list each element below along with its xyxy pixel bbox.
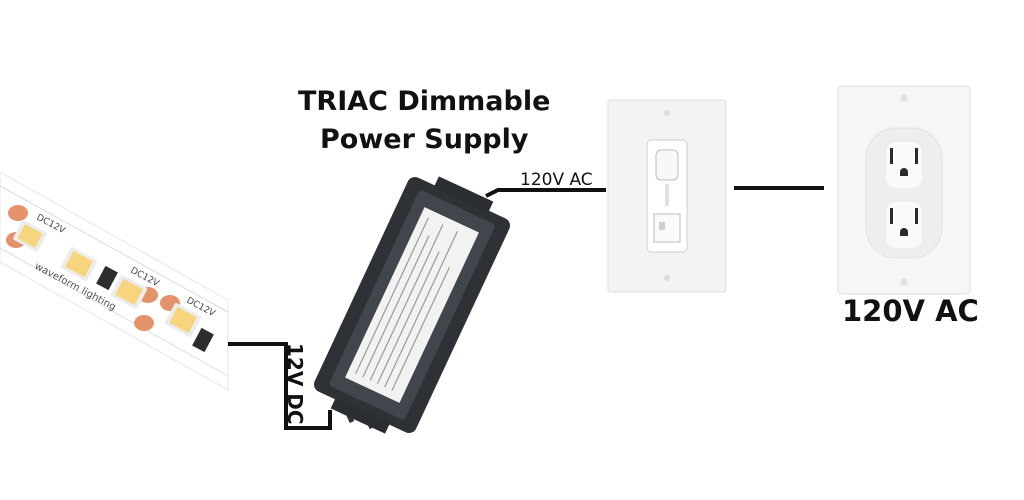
led-strip-icon: DC12V DC12V DC12V waveform lighting (0, 171, 229, 391)
led-chip (60, 247, 98, 281)
ac-wire (485, 188, 606, 198)
led-chip (110, 275, 148, 309)
title-line-2: Power Supply (320, 124, 529, 155)
title-line-1: TRIAC Dimmable (298, 86, 551, 117)
dimmer-switch-icon (607, 99, 727, 293)
outlet-label: 120V AC (842, 294, 979, 328)
ac-wire-label: 120V AC (520, 170, 593, 190)
duplex-outlet-icon (837, 85, 971, 295)
dc-wire (228, 342, 332, 430)
power-supply-icon (314, 176, 510, 434)
led-chip (164, 303, 202, 337)
dc-wire-label: 12V DC (283, 343, 307, 425)
led-chip (13, 220, 47, 252)
